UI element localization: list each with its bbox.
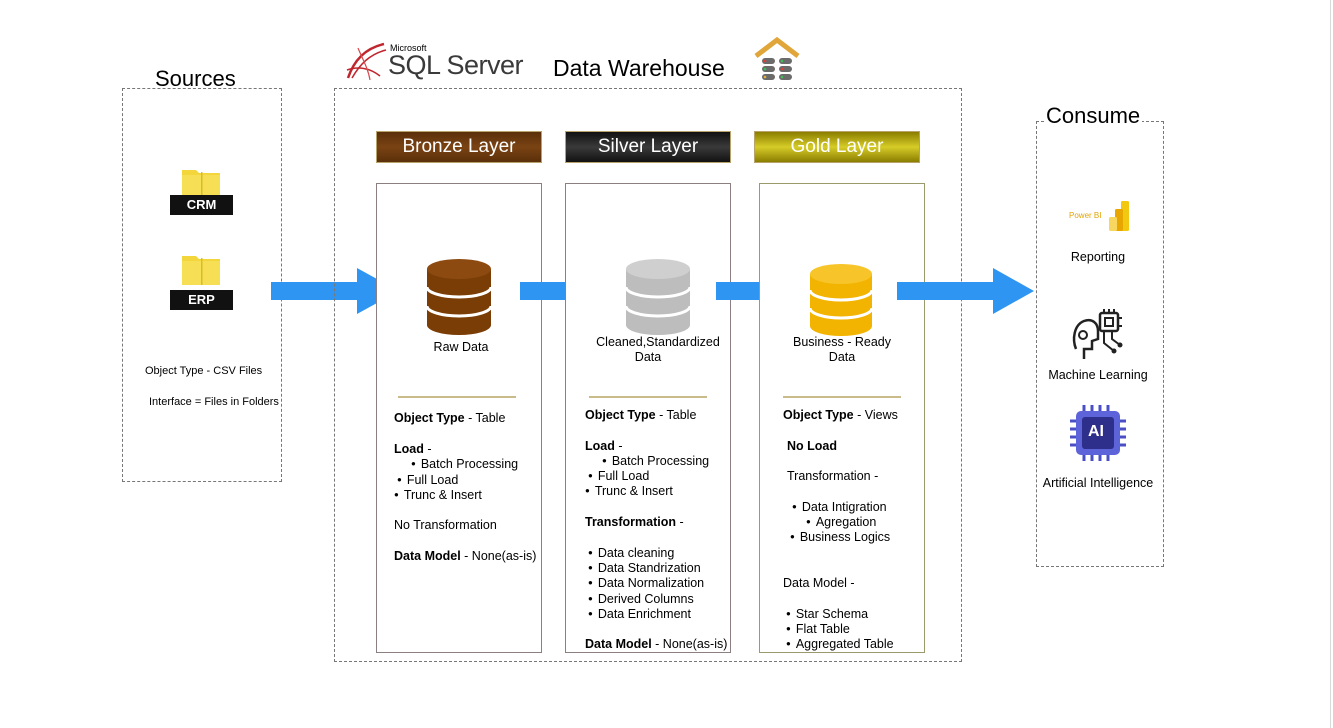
gold-caption: Business - Ready Data: [793, 335, 891, 364]
crm-source-label: CRM: [170, 195, 233, 215]
ai-chip-icon: [1070, 405, 1126, 461]
silver-transformation: Transformation -: [585, 515, 684, 529]
silver-load-item: Batch Processing: [602, 454, 709, 468]
arrow-gold-to-consume: [897, 268, 1034, 314]
gold-layer-column: [759, 183, 925, 653]
silver-object-type: Object Type - Table: [585, 408, 697, 422]
power-bi-small-label: Power BI: [1069, 211, 1102, 220]
silver-layer-header: Silver Layer: [565, 131, 731, 163]
arrow-sources-to-bronze: [271, 268, 399, 314]
gold-no-load: No Load: [787, 439, 837, 453]
bronze-object-type: Object Type - Table: [394, 411, 506, 425]
right-edge-border: [1330, 0, 1331, 728]
sql-server-brand: SQL Server: [388, 50, 524, 80]
gold-data-model: Data Model -: [783, 576, 855, 590]
silver-load-item: Full Load: [588, 469, 649, 483]
sql-server-logo-icon: [346, 42, 387, 81]
gold-data-model-item: Aggregated Table: [786, 637, 894, 651]
gold-layer-header: Gold Layer: [754, 131, 920, 163]
consume-title: Consume: [1044, 103, 1143, 129]
power-bi-icon: [1109, 201, 1129, 231]
gold-divider: [783, 396, 901, 398]
sql-server-brand-small: Microsoft: [390, 43, 427, 53]
bronze-load-item: Batch Processing: [411, 457, 518, 471]
data-warehouse-icon: [754, 36, 800, 80]
sources-title: Sources: [155, 66, 236, 91]
silver-caption: Cleaned,Standardized Data: [596, 335, 720, 364]
silver-database-icon: [624, 259, 692, 335]
data-warehouse-box: [334, 88, 962, 662]
silver-load: Load -: [585, 439, 623, 453]
bronze-data-model: Data Model - None(as-is): [394, 549, 537, 563]
bronze-caption: Raw Data: [433, 340, 489, 354]
erp-folder-icon: [182, 256, 220, 285]
silver-transformation-item: Data Enrichment: [588, 607, 691, 621]
gold-transformation-item: Business Logics: [790, 530, 890, 544]
gold-database-icon: [808, 264, 874, 336]
gold-data-model-item: Star Schema: [786, 607, 868, 621]
silver-divider: [589, 396, 707, 398]
silver-transformation-item: Derived Columns: [588, 592, 694, 606]
bronze-load: Load -: [394, 442, 432, 456]
crm-folder-icon: [182, 170, 220, 195]
gold-transformation-item: Agregation: [806, 515, 876, 529]
silver-transformation-item: Data Standrization: [588, 561, 701, 575]
silver-transformation-item: Data Normalization: [588, 576, 704, 590]
silver-transformation-item: Data cleaning: [588, 546, 674, 560]
sources-interface: Interface = Files in Folders: [149, 396, 279, 408]
bronze-transformation: No Transformation: [394, 518, 497, 532]
consume-reporting-label: Reporting: [1070, 250, 1126, 264]
gold-object-type: Object Type - Views: [783, 408, 898, 422]
warehouse-title: Data Warehouse: [553, 55, 725, 81]
bronze-divider: [398, 396, 516, 398]
bronze-load-item: Full Load: [397, 473, 458, 487]
erp-source-label: ERP: [170, 290, 233, 310]
consume-machine-learning-label: Machine Learning: [1048, 368, 1148, 382]
sources-object-type: Object Type - CSV Files: [145, 365, 263, 377]
machine-learning-icon: [1072, 309, 1123, 359]
consume-ai-label: Artificial Intelligence: [1042, 476, 1154, 490]
bronze-layer-header: Bronze Layer: [376, 131, 542, 163]
bronze-load-item: Trunc & Insert: [394, 488, 482, 502]
gold-data-model-item: Flat Table: [786, 622, 850, 636]
bronze-database-icon: [425, 259, 493, 335]
silver-load-item: Trunc & Insert: [585, 484, 673, 498]
gold-transformation: Transformation -: [787, 469, 879, 483]
gold-transformation-item: Data Intigration: [792, 500, 887, 514]
ai-chip-text: AI: [1088, 423, 1104, 440]
silver-data-model: Data Model - None(as-is): [585, 637, 728, 651]
